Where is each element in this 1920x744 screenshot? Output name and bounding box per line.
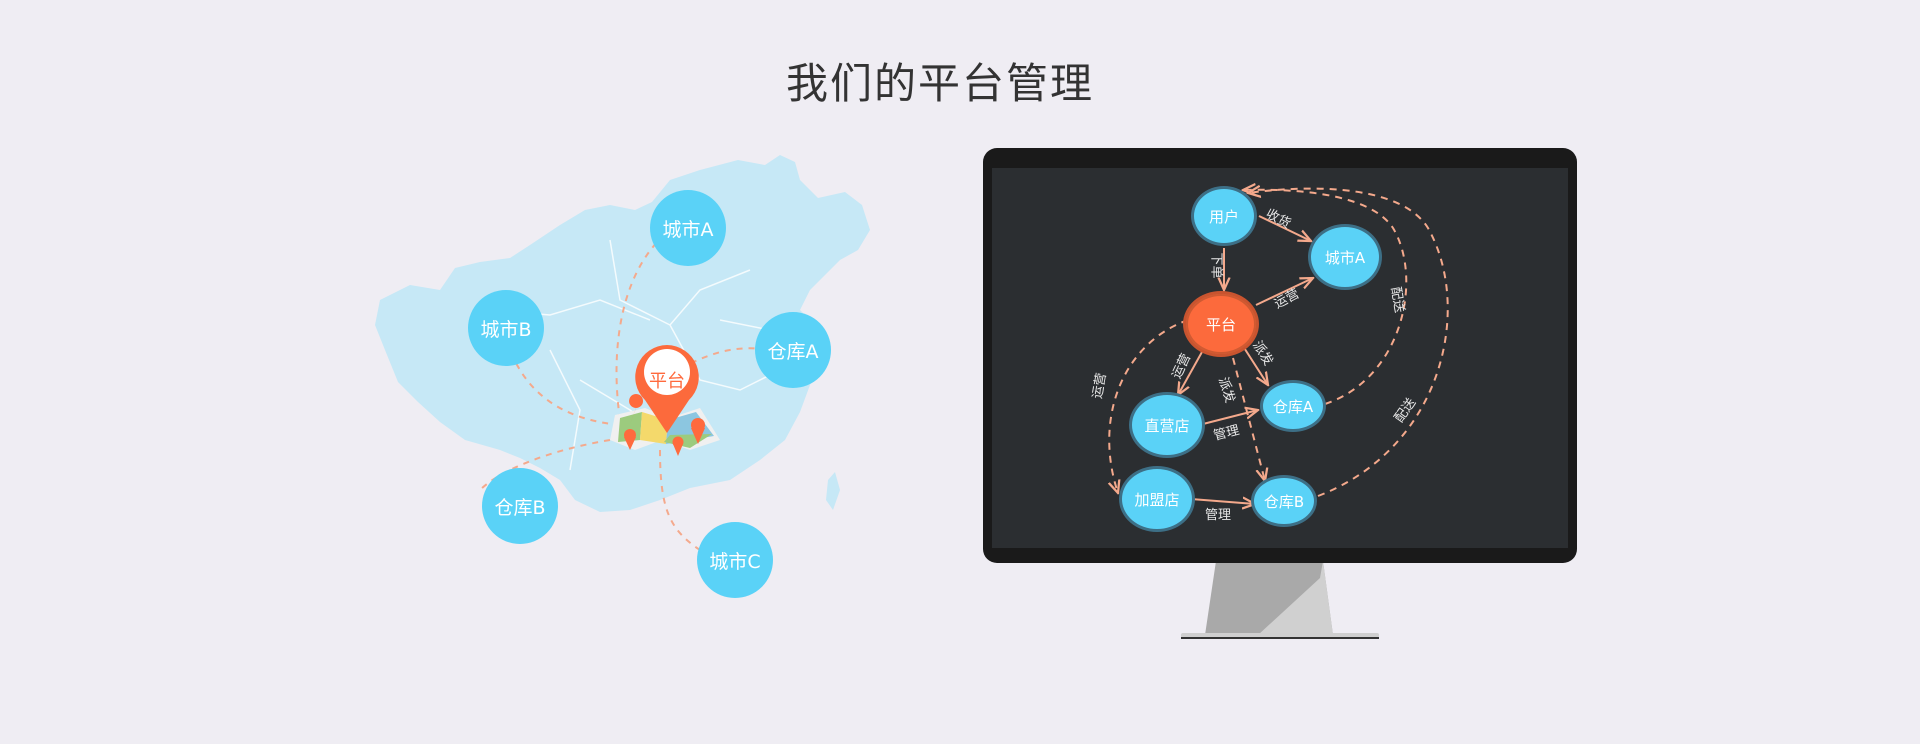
edge-label-order: 下单 bbox=[1208, 252, 1224, 279]
monitor-svg bbox=[983, 148, 1577, 639]
node-platform[interactable]: 平台 bbox=[1183, 291, 1259, 357]
platform-pin[interactable]: 平台 bbox=[632, 345, 702, 445]
network-edges bbox=[1109, 189, 1449, 504]
small-location-pins bbox=[624, 394, 705, 456]
taiwan-island bbox=[826, 472, 840, 510]
node-warehouse-a[interactable]: 仓库A bbox=[1260, 380, 1326, 432]
platform-pin-label: 平台 bbox=[649, 371, 685, 392]
bubble-city-b[interactable]: 城市B bbox=[468, 290, 544, 366]
monitor-illustration: 用户 城市A 平台 直营店 仓库A 加盟店 仓库B 下单 收货 运营 运营 派发… bbox=[983, 148, 1577, 643]
bubble-city-a[interactable]: 城市A bbox=[650, 190, 726, 266]
bubble-warehouse-a[interactable]: 仓库A bbox=[755, 312, 831, 388]
node-franchise[interactable]: 加盟店 bbox=[1119, 466, 1195, 532]
node-city-a[interactable]: 城市A bbox=[1308, 224, 1382, 290]
edge-label-manage-franchise: 管理 bbox=[1205, 508, 1232, 523]
china-map-svg bbox=[375, 155, 870, 551]
china-map-shape bbox=[375, 155, 870, 512]
bubble-warehouse-b[interactable]: 仓库B bbox=[482, 468, 558, 544]
monitor-stand bbox=[1181, 561, 1379, 639]
big-platform-pin bbox=[635, 345, 699, 433]
node-warehouse-b[interactable]: 仓库B bbox=[1251, 475, 1317, 527]
bubble-city-c[interactable]: 城市C bbox=[697, 522, 773, 598]
china-map-illustration: 平台 城市A 城市B 仓库A 仓库B 城市C bbox=[370, 150, 890, 610]
node-user[interactable]: 用户 bbox=[1191, 186, 1257, 246]
node-direct-store[interactable]: 直营店 bbox=[1129, 392, 1205, 458]
page-title: 我们的平台管理 bbox=[785, 59, 1094, 108]
